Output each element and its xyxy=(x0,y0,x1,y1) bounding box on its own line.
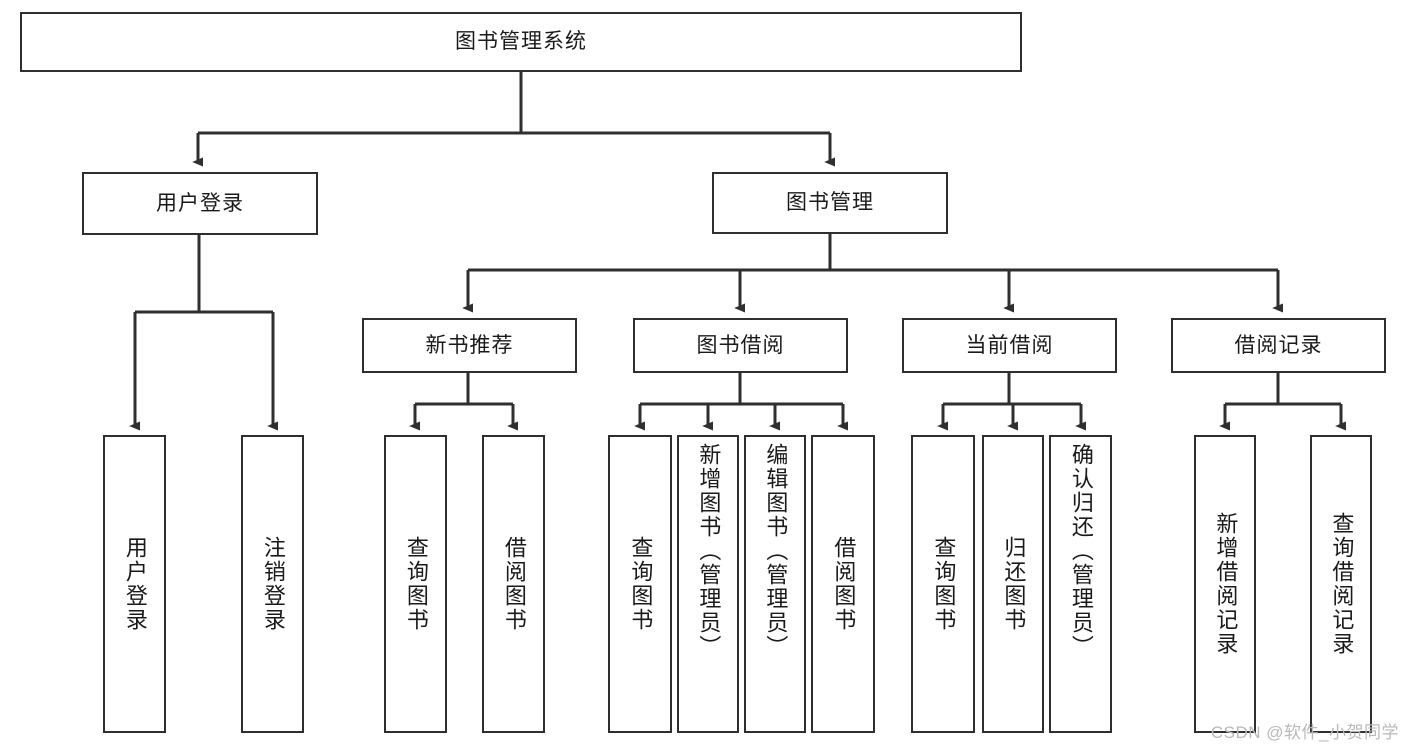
leaf-borrow-book-newbook[interactable]: 借阅图书 xyxy=(482,435,545,733)
node-label: 图书管理系统 xyxy=(455,30,587,54)
node-label: 图书借阅 xyxy=(696,333,785,357)
leaf-query-book-current[interactable]: 查询图书 xyxy=(911,435,975,733)
node-label: 注销登录 xyxy=(260,536,286,632)
node-root-system[interactable]: 图书管理系统 xyxy=(20,12,1022,72)
node-label: 借阅图书 xyxy=(501,536,527,632)
node-label: 新书推荐 xyxy=(425,333,514,357)
node-label: 新增图书（管理员） xyxy=(696,443,722,659)
leaf-logout[interactable]: 注销登录 xyxy=(241,435,304,733)
node-user-login[interactable]: 用户登录 xyxy=(82,172,318,235)
node-book-borrow[interactable]: 图书借阅 xyxy=(633,318,848,373)
node-label: 编辑图书（管理员） xyxy=(763,443,789,659)
leaf-user-login[interactable]: 用户登录 xyxy=(103,435,166,733)
leaf-confirm-return-admin[interactable]: 确认归还（管理员） xyxy=(1049,435,1112,733)
leaf-query-book-borrow[interactable]: 查询图书 xyxy=(608,435,672,733)
leaf-add-book-admin[interactable]: 新增图书（管理员） xyxy=(677,435,739,733)
watermark-text: CSDN @软件_小贺同学 xyxy=(1210,723,1399,742)
node-label: 图书管理 xyxy=(786,191,874,215)
node-label: 查询图书 xyxy=(628,536,654,632)
node-book-management[interactable]: 图书管理 xyxy=(712,172,948,234)
node-label: 查询借阅记录 xyxy=(1329,512,1355,656)
leaf-add-borrow-record[interactable]: 新增借阅记录 xyxy=(1194,435,1256,733)
node-label: 借阅图书 xyxy=(831,536,857,632)
node-label: 确认归还（管理员） xyxy=(1068,443,1094,659)
node-new-book-recommend[interactable]: 新书推荐 xyxy=(362,318,577,373)
leaf-borrow-book[interactable]: 借阅图书 xyxy=(811,435,875,733)
node-label: 用户登录 xyxy=(122,536,148,632)
node-label: 借阅记录 xyxy=(1234,333,1323,357)
leaf-return-book[interactable]: 归还图书 xyxy=(982,435,1044,733)
leaf-query-borrow-record[interactable]: 查询借阅记录 xyxy=(1310,435,1372,733)
node-current-borrow[interactable]: 当前借阅 xyxy=(902,318,1117,373)
node-label: 归还图书 xyxy=(1001,536,1027,632)
node-label: 用户登录 xyxy=(156,191,244,215)
node-label: 当前借阅 xyxy=(965,333,1054,357)
node-borrow-record[interactable]: 借阅记录 xyxy=(1171,318,1386,373)
leaf-query-book-newbook[interactable]: 查询图书 xyxy=(384,435,447,733)
node-label: 查询图书 xyxy=(403,536,429,632)
leaf-edit-book-admin[interactable]: 编辑图书（管理员） xyxy=(744,435,806,733)
node-label: 查询图书 xyxy=(931,536,957,632)
node-label: 新增借阅记录 xyxy=(1213,512,1239,656)
